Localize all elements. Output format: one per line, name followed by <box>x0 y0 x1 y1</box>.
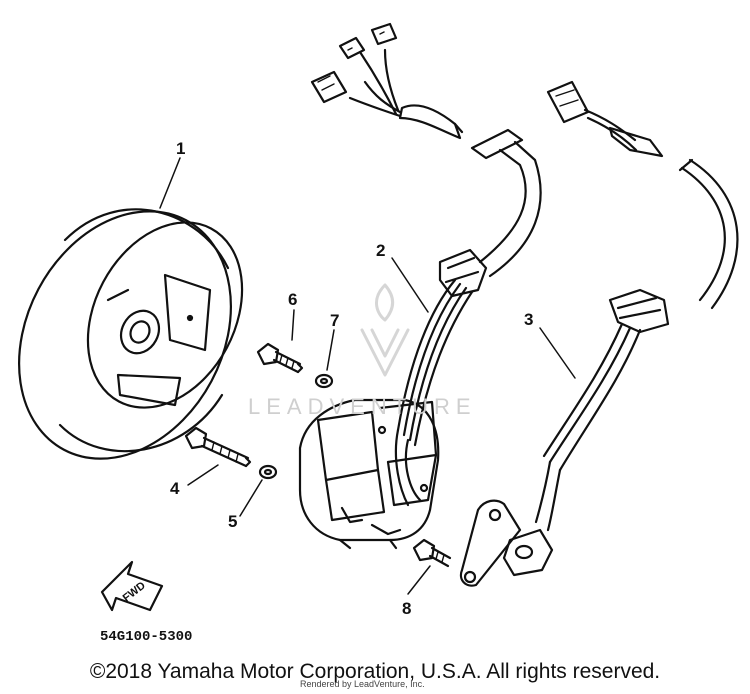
fwd-label: FWD <box>121 580 148 605</box>
flywheel-rotor <box>18 208 244 460</box>
part-code: 54G100-5300 <box>100 629 192 645</box>
watermark-logo <box>360 283 410 377</box>
washer-5 <box>258 464 278 480</box>
stator-wiring <box>310 22 542 507</box>
screw-6 <box>256 342 304 374</box>
rendered-by-credit: Rendered by LeadVenture, Inc. <box>300 679 425 689</box>
callout-8: 8 <box>402 599 411 618</box>
leader-2 <box>391 257 429 313</box>
leader-5 <box>239 479 263 517</box>
callout-5: 5 <box>228 512 237 531</box>
screw-4 <box>184 426 252 468</box>
callout-7: 7 <box>330 311 339 330</box>
leader-3 <box>539 327 576 379</box>
copyright-notice: ©2018 Yamaha Motor Corporation, U.S.A. A… <box>89 660 661 683</box>
callout-2: 2 <box>376 241 385 260</box>
leader-1 <box>159 157 181 209</box>
stator-assembly <box>298 398 440 550</box>
leader-6 <box>291 309 295 341</box>
callout-4: 4 <box>170 479 180 498</box>
leader-7 <box>326 329 335 371</box>
watermark-text: LEADVENTURE <box>248 394 477 419</box>
pickup-coil <box>459 80 739 587</box>
callout-3: 3 <box>524 310 533 329</box>
fwd-arrow <box>100 560 164 612</box>
leader-8 <box>407 565 431 595</box>
washer-7 <box>314 373 334 389</box>
callout-6: 6 <box>288 290 297 309</box>
screw-8 <box>412 538 452 568</box>
callout-1: 1 <box>176 139 185 158</box>
leader-4 <box>187 464 219 486</box>
